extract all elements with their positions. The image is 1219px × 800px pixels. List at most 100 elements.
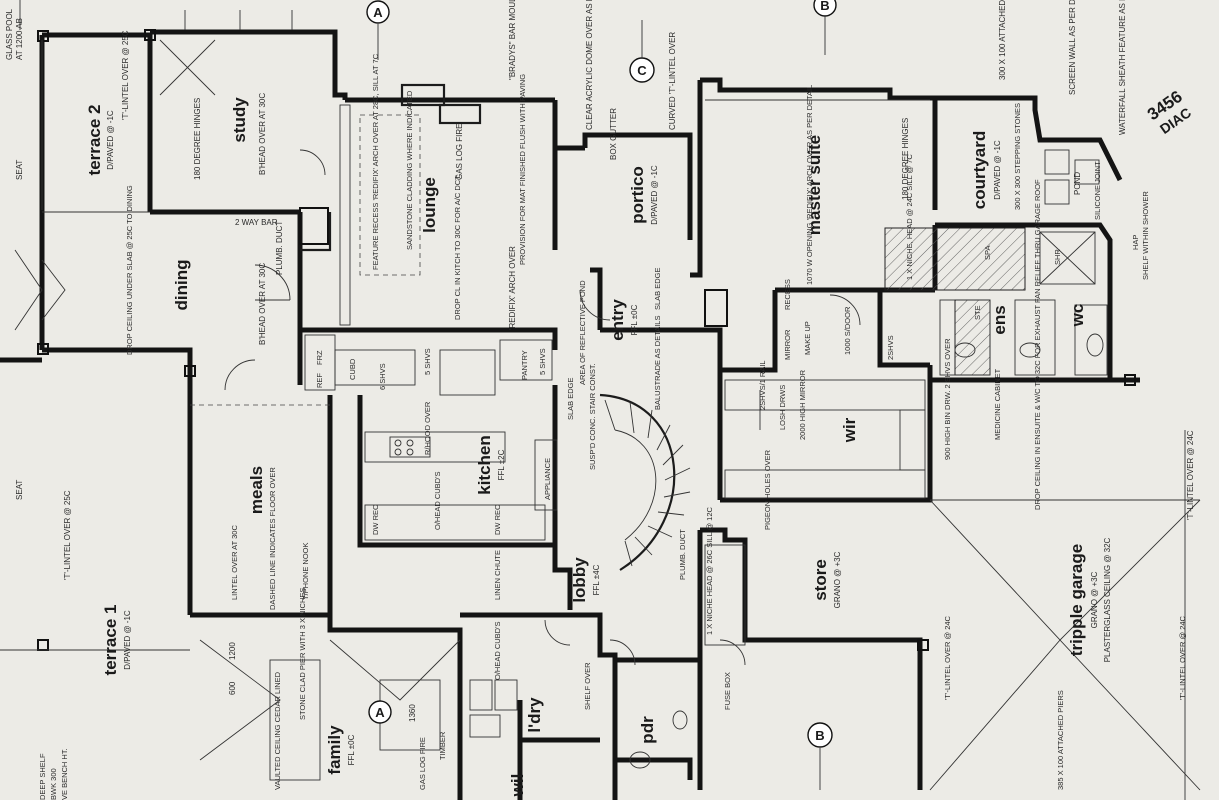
note-glass-pool: GLASS POOL bbox=[5, 8, 14, 60]
note-bhead-dining: B'HEAD OVER AT 30C bbox=[258, 263, 267, 345]
note-pantry: PANTRY bbox=[520, 350, 529, 380]
room-lobby: lobby bbox=[570, 557, 589, 603]
section-marker-c: C bbox=[629, 20, 655, 83]
note-silicone: SILICONE JOINT bbox=[1093, 161, 1102, 220]
note-attached-piers-bottom: 385 X 100 ATTACHED PIERS bbox=[1056, 690, 1065, 790]
level-lobby: FFL ±4C bbox=[592, 564, 601, 595]
note-attached-piers-top: 300 X 100 ATTACHED PIE bbox=[998, 0, 1007, 80]
room-meals: meals bbox=[247, 466, 266, 514]
note-shvs5-pantry: 5 SHVS bbox=[538, 348, 547, 375]
note-acrylic-dome: CLEAR ACRYLIC DOME OVER AS PER SPECIE. bbox=[585, 0, 594, 130]
note-shelf-over: SHELF OVER bbox=[583, 662, 592, 710]
room-dining: dining bbox=[172, 260, 191, 311]
note-niche-24c: 1 X NICHE, HEAD @ 24C SILL @ 7C bbox=[905, 154, 914, 280]
room-kitchen: kitchen bbox=[475, 435, 494, 495]
note-suspd-stair: SUSP'D CONC. STAIR CONST. bbox=[588, 363, 597, 470]
room-entry: entry bbox=[608, 299, 627, 341]
note-fuse-box: FUSE BOX bbox=[723, 672, 732, 710]
level-courtyard: D/PAVED @ -1C bbox=[993, 140, 1002, 200]
note-master-opening: 1070 W OPENING 'REDIFIX' ARCH OVER AS PE… bbox=[805, 85, 814, 285]
note-dw-rec-right: DW REC bbox=[493, 504, 502, 535]
note-mirror: MIRROR bbox=[783, 329, 792, 360]
level-entry: FFL ±0C bbox=[630, 304, 639, 335]
dim-600: 600 bbox=[228, 681, 237, 695]
note-niche-26c-store: 1 X NICHE HEAD @ 26C SILL @ 12C bbox=[705, 507, 714, 635]
section-marker-b-bottom: B bbox=[807, 722, 833, 790]
note-stone-clad: STONE CLAD PIER WITH 3 X NICHES bbox=[298, 588, 307, 720]
note-feature-recess: FEATURE RECESS 'REDIFIX' ARCH OVER AT 28… bbox=[371, 53, 380, 270]
note-drop-clg-dining: DROP CEILING UNDER SLAB @ 25C TO DINING bbox=[125, 185, 134, 355]
note-deep-shelf: DEEP SHELF bbox=[38, 753, 47, 800]
note-shvs5: 5 SHVS bbox=[423, 348, 432, 375]
annotations: GLASS POOL AT 1200 AB SEAT SEAT 'T'-LINT… bbox=[5, 0, 1195, 800]
note-plumb-duct-dining: PLUMB. DUCT bbox=[275, 221, 284, 275]
note-recess: RECESS bbox=[783, 279, 792, 310]
note-pigeon: PIGEON HOLES OVER bbox=[763, 449, 772, 530]
note-med-cabinet: MEDICINE CABINET bbox=[993, 368, 1002, 440]
room-pdr: pdr bbox=[638, 716, 657, 744]
level-garage-ceiling: PLASTERGLASS CEILING @ 32C bbox=[1103, 537, 1112, 662]
note-appliance: APPLIANCE bbox=[543, 458, 552, 500]
dim-1360: 1360 bbox=[408, 704, 417, 722]
note-drop-ceiling-ens: DROP CEILING IN ENSUITE & W/C TO 32C FOR… bbox=[1033, 179, 1042, 510]
marker-label: A bbox=[373, 5, 383, 20]
room-wc: wc bbox=[1068, 304, 1087, 328]
note-shr: SHR bbox=[1053, 249, 1062, 265]
room-store: store bbox=[811, 559, 830, 601]
section-marker-a-bottom: A bbox=[368, 700, 392, 724]
note-study-hinges: 180 DEGREE HINGES bbox=[193, 98, 202, 180]
note-plumb-duct-lobby: PLUMB. DUCT bbox=[678, 529, 687, 580]
marker-label: C bbox=[637, 63, 647, 78]
note-pond: POND bbox=[1073, 172, 1082, 195]
note-curved-lintel: CURVED 'T'-LINTEL OVER bbox=[668, 32, 677, 130]
note-redifix-arch: 'REDIFIX' ARCH OVER bbox=[508, 246, 517, 330]
note-ref: REF bbox=[315, 373, 324, 388]
room-labels: terrace 2 D/PAVED @ -1C study lounge por… bbox=[85, 97, 1112, 798]
note-hi-bin: 900 HIGH BIN DRW. 2 SHVS OVER bbox=[943, 338, 952, 460]
note-shelf-shower: SHELF WITHIN SHOWER bbox=[1141, 191, 1150, 280]
level-terrace2: D/PAVED @ -1C bbox=[106, 110, 115, 170]
note-provision-mat: PROVISION FOR MAT FINISHED FLUSH WITH PA… bbox=[518, 74, 527, 265]
note-t-lintel-24c: 'T'-LINTEL OVER @ 24C bbox=[1186, 430, 1195, 520]
room-terrace1: terrace 1 bbox=[101, 605, 120, 676]
note-bwk: BWK 300 bbox=[49, 768, 58, 800]
note-sdoor-1000: 1000 S/DOOR bbox=[843, 306, 852, 355]
note-gas-log: GAS LOG FIRE bbox=[455, 124, 464, 180]
note-t-lintel-25c-bottom: 'T'-LINTEL OVER @ 25C bbox=[63, 490, 72, 580]
note-ste: STE bbox=[973, 305, 982, 320]
note-fridge: FRZ bbox=[315, 350, 324, 365]
room-wir: wir bbox=[840, 417, 859, 443]
note-shvs-top: 2SHVS bbox=[886, 335, 895, 360]
note-bench: VE BENCH HT. bbox=[60, 748, 69, 800]
note-waterfall: WATERFALL SHEATH FEATURE AS PER DETAIL bbox=[1118, 0, 1127, 135]
note-losh: LOSH DRWS bbox=[778, 385, 787, 430]
note-bradys: "BRADYS" BAR MOULDING TO bbox=[508, 0, 517, 80]
note-spa: SPA bbox=[983, 246, 992, 260]
note-hood-over: R/HOOD OVER bbox=[423, 401, 432, 455]
section-marker-b-top: B bbox=[813, 0, 837, 55]
room-courtyard: courtyard bbox=[970, 131, 989, 209]
note-slab-edge-2: SLAB EDGE bbox=[653, 267, 662, 310]
note-wir-mirror: 2000 HIGH MIRROR bbox=[798, 369, 807, 440]
note-dw-rec-left: DW REC bbox=[371, 504, 380, 535]
note-way-bar: 2 WAY BAR bbox=[235, 218, 278, 227]
room-ldry: l'dry bbox=[525, 697, 544, 733]
level-garage: GRANO @ +3C bbox=[1090, 571, 1099, 628]
room-family: family bbox=[325, 725, 344, 775]
level-portico: D/PAVED @ -1C bbox=[650, 165, 659, 225]
note-seat-2: SEAT bbox=[15, 480, 24, 500]
level-family: FFL ±0C bbox=[347, 734, 356, 765]
level-kitchen: FFL ±2C bbox=[497, 449, 506, 480]
level-terrace1: D/PAVED @ -1C bbox=[123, 610, 132, 670]
note-vaulted: VAULTED CEILING CEDAR LINED bbox=[273, 671, 282, 790]
note-balustrade: BALUSTRADE AS DETAILS bbox=[653, 316, 662, 410]
note-seat-1: SEAT bbox=[15, 160, 24, 180]
note-linen-chute: LINEN CHUTE bbox=[493, 550, 502, 600]
room-tripple-garage: tripple garage bbox=[1067, 544, 1086, 656]
note-sandstone: SANDSTONE CLADDING WHERE INDICATED bbox=[405, 90, 414, 250]
note-reflective-pond: AREA OF REFLECTIVE POND bbox=[578, 280, 587, 385]
note-gas-log-family: GAS LOG FIRE bbox=[418, 737, 427, 790]
room-study: study bbox=[230, 97, 249, 143]
